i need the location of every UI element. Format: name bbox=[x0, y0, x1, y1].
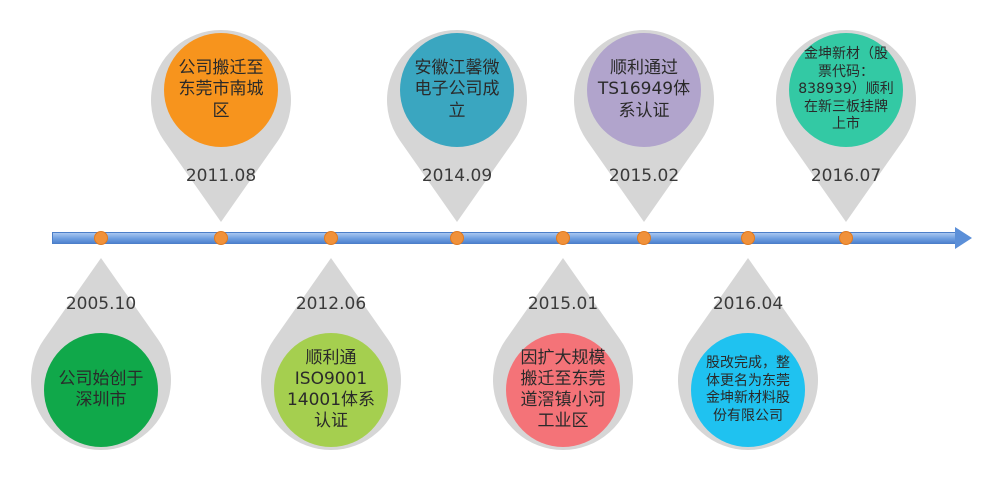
milestone-color-disc bbox=[44, 333, 158, 447]
teardrop-shape bbox=[387, 29, 527, 223]
timeline-dot bbox=[94, 231, 108, 245]
milestone-date: 2011.08 bbox=[185, 166, 257, 186]
timeline-dot bbox=[637, 231, 651, 245]
milestone-text: 因扩大规模搬迁至东莞道滘镇小河工业区 bbox=[520, 347, 606, 432]
milestone-date: 2015.02 bbox=[608, 166, 680, 186]
teardrop-shape bbox=[776, 29, 916, 223]
milestone-marker: 2011.08 公司搬迁至东莞市南城区 bbox=[151, 0, 291, 240]
milestone-marker: 2015.02 顺利通过TS16949体系认证 bbox=[574, 0, 714, 240]
milestone-marker: 2016.07 金坤新材（股票代码：838939）顺利在新三板挂牌上市 bbox=[776, 0, 916, 240]
milestone-date: 2012.06 bbox=[295, 294, 367, 314]
milestone-date: 2016.07 bbox=[810, 166, 882, 186]
milestone-text: 金坤新材（股票代码：838939）顺利在新三板挂牌上市 bbox=[798, 46, 894, 133]
teardrop-shape bbox=[151, 29, 291, 223]
teardrop-shape bbox=[574, 29, 714, 223]
milestone-color-disc bbox=[164, 33, 278, 147]
milestone-text: 股改完成，整体更名为东莞金坤新材料股份有限公司 bbox=[706, 355, 790, 424]
milestone-text: 公司始创于深圳市 bbox=[58, 368, 144, 410]
milestone-color-disc bbox=[587, 33, 701, 147]
milestone-marker: 2014.09 安徽江馨微电子公司成立 bbox=[387, 0, 527, 240]
milestone-color-disc bbox=[691, 333, 805, 447]
milestone-date: 2014.09 bbox=[421, 166, 493, 186]
milestone-date: 2016.04 bbox=[712, 294, 784, 314]
timeline-dot bbox=[214, 231, 228, 245]
milestone-color-disc bbox=[274, 333, 388, 447]
milestone-text: 顺利通过TS16949体系认证 bbox=[597, 58, 691, 121]
timeline-dot bbox=[741, 231, 755, 245]
milestone-date: 2015.01 bbox=[527, 294, 599, 314]
timeline-dot bbox=[324, 231, 338, 245]
milestone-color-disc bbox=[506, 333, 620, 447]
teardrop-shape bbox=[493, 258, 633, 451]
timeline-dot bbox=[839, 231, 853, 245]
milestone-marker: 2015.01 因扩大规模搬迁至东莞道滘镇小河工业区 bbox=[493, 240, 633, 480]
milestone-marker: 2012.06 顺利通ISO9001 14001体系认证 bbox=[261, 240, 401, 480]
teardrop-shape bbox=[31, 258, 171, 451]
milestone-marker: 2005.10 公司始创于深圳市 bbox=[31, 240, 171, 480]
timeline-dot bbox=[556, 231, 570, 245]
teardrop-shape bbox=[678, 258, 818, 451]
milestone-marker: 2016.04 股改完成，整体更名为东莞金坤新材料股份有限公司 bbox=[678, 240, 818, 480]
milestone-color-disc bbox=[789, 33, 903, 147]
milestone-text: 顺利通ISO9001 14001体系认证 bbox=[286, 347, 376, 432]
milestone-color-disc bbox=[400, 33, 514, 147]
milestone-text: 安徽江馨微电子公司成立 bbox=[414, 58, 500, 121]
teardrop-shape bbox=[261, 258, 401, 451]
timeline-arrowhead bbox=[955, 227, 972, 249]
timeline-dot bbox=[450, 231, 464, 245]
milestone-text: 公司搬迁至东莞市南城区 bbox=[178, 58, 264, 121]
milestone-date: 2005.10 bbox=[65, 294, 137, 314]
